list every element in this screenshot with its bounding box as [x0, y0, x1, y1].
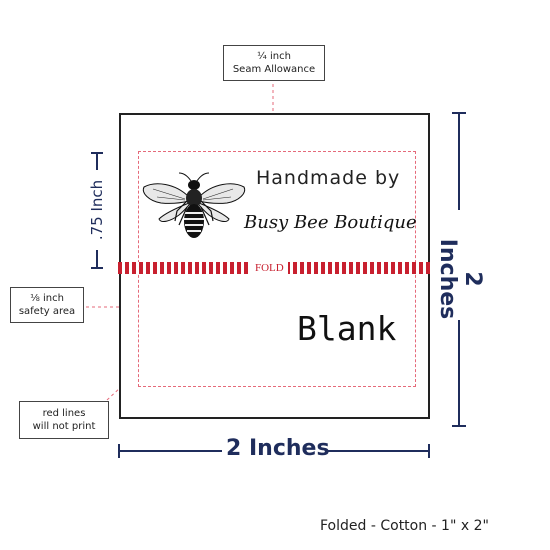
- fold-label: FOLD: [251, 262, 288, 274]
- fold-height-dimension-label: .75 Inch: [88, 179, 106, 241]
- redlines-callout-line1: red lines: [42, 408, 86, 419]
- brand-name-text: Busy Bee Boutique: [244, 212, 417, 233]
- redlines-callout-line2: will not print: [32, 421, 96, 432]
- red-lines-callout: red lines will not print: [19, 401, 109, 439]
- safety-area-callout: ⅛ inch safety area: [10, 287, 84, 323]
- width-dimension-label: 2 Inches: [226, 436, 330, 461]
- seam-callout-line1: ¼ inch: [257, 51, 291, 62]
- footer-caption: Folded - Cotton - 1" x 2": [320, 518, 489, 534]
- bee-icon: [142, 172, 246, 238]
- safety-callout-line2: safety area: [18, 306, 76, 317]
- seam-allowance-callout: ¼ inch Seam Allowance: [223, 45, 325, 81]
- height-dimension-label: 2 Inches: [435, 238, 485, 320]
- seam-callout-line2: Seam Allowance: [232, 64, 316, 75]
- safety-callout-line1: ⅛ inch: [30, 293, 64, 304]
- blank-text: Blank: [297, 309, 397, 348]
- handmade-by-text: Handmade by: [256, 167, 401, 189]
